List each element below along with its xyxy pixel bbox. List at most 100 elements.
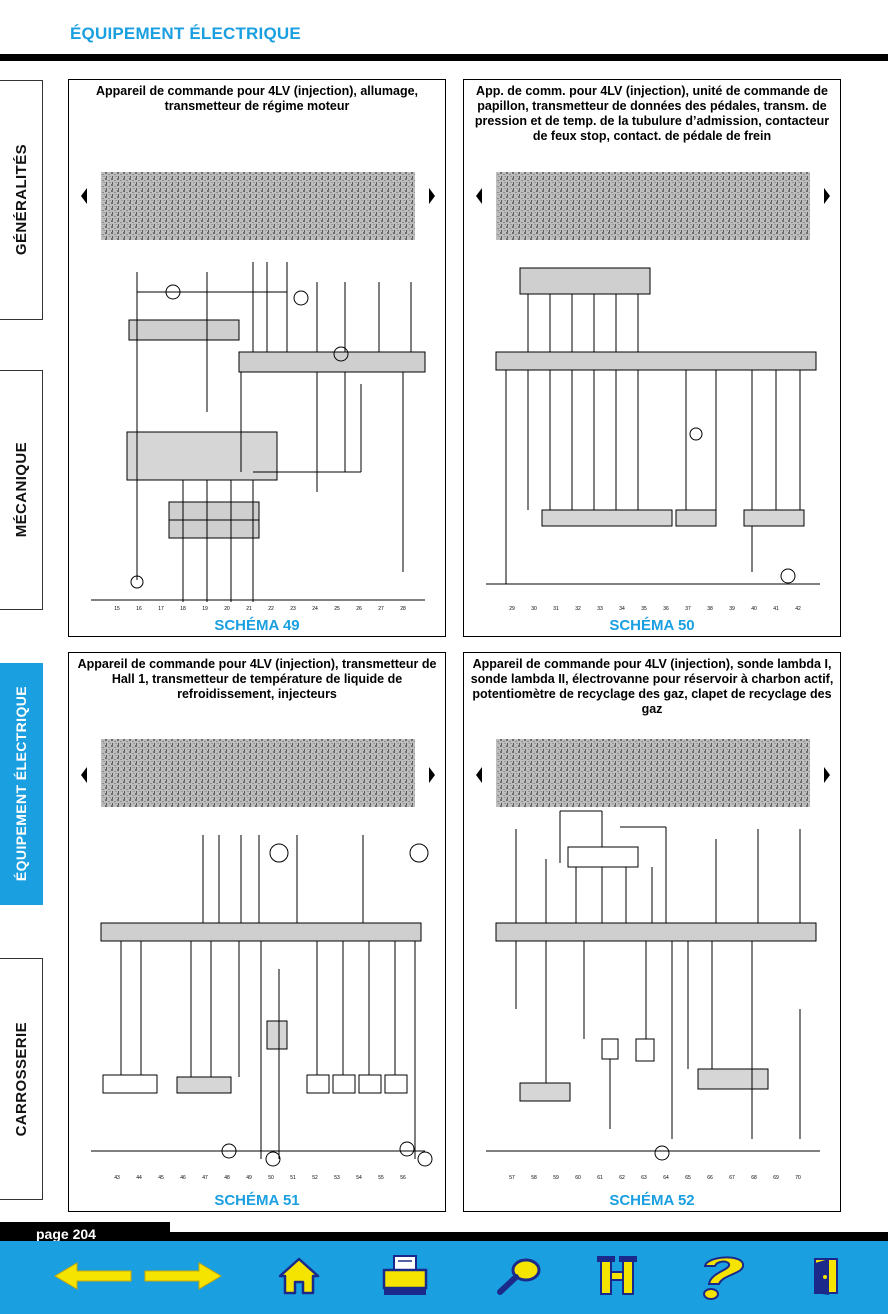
wiring-diagram: 29 30 31 32 33 34 35 36 37 38 39 40 41 4… [476, 172, 830, 612]
wiring-diagram-svg: 57 58 59 60 61 62 63 64 65 66 67 68 69 7… [476, 739, 830, 1181]
print-icon [382, 1255, 428, 1295]
previous-button[interactable] [52, 1250, 134, 1302]
axis-label: 43 [114, 1175, 120, 1181]
side-tab-carrosserie[interactable]: CARROSSERIE [0, 958, 43, 1200]
axis-label: 65 [685, 1175, 691, 1181]
schema-title: Appareil de commande pour 4LV (injection… [95, 84, 419, 113]
axis-label: 25 [334, 606, 340, 612]
axis-label: 31 [553, 606, 559, 612]
exit-button[interactable] [806, 1250, 846, 1302]
axis-label: 60 [575, 1175, 581, 1181]
axis-label: 36 [663, 606, 669, 612]
axis-label: 27 [378, 606, 384, 612]
axis-label: 66 [707, 1175, 713, 1181]
axis-labels: 43 44 45 46 47 48 49 50 51 52 53 54 55 5… [114, 1175, 406, 1181]
home-icon [278, 1257, 320, 1295]
axis-label: 33 [597, 606, 603, 612]
side-tab-label: GÉNÉRALITÉS [12, 144, 30, 256]
next-button[interactable] [142, 1250, 224, 1302]
left-arrow-icon [476, 767, 482, 783]
right-arrow-icon [429, 188, 435, 204]
axis-label: 47 [202, 1175, 208, 1181]
page-title: ÉQUIPEMENT ÉLECTRIQUE [70, 24, 301, 43]
side-tab-label: MÉCANIQUE [12, 442, 30, 538]
axis-label: 15 [114, 606, 120, 612]
axis-label: 52 [312, 1175, 318, 1181]
axis-label: 42 [795, 606, 801, 612]
left-arrow-icon [81, 767, 87, 783]
wiring-diagram-svg: 15 16 17 18 19 20 21 22 23 24 25 26 27 2… [81, 172, 435, 612]
axis-label: 55 [378, 1175, 384, 1181]
wiring-diagram: 43 44 45 46 47 48 49 50 51 52 53 54 55 5… [81, 739, 435, 1185]
axis-label: 67 [729, 1175, 735, 1181]
side-tab-generalites[interactable]: GÉNÉRALITÉS [0, 80, 43, 320]
axis-label: 26 [356, 606, 362, 612]
axis-label: 38 [707, 606, 713, 612]
schema-title: Appareil de commande pour 4LV (injection… [470, 657, 834, 716]
schema-51-panel[interactable]: Appareil de commande pour 4LV (injection… [68, 652, 446, 1212]
search-icon [497, 1258, 541, 1295]
axis-label: 28 [400, 606, 406, 612]
index-button[interactable] [594, 1250, 640, 1302]
axis-label: 54 [356, 1175, 362, 1181]
schema-label: SCHÉMA 51 [214, 1192, 300, 1209]
axis-label: 23 [290, 606, 296, 612]
fuse-box-strip [101, 739, 415, 807]
axis-label: 45 [158, 1175, 164, 1181]
axis-labels: 29 30 31 32 33 34 35 36 37 38 39 40 41 4… [509, 606, 801, 612]
side-tab-equipement-electrique[interactable]: ÉQUIPEMENT ÉLECTRIQUE [0, 663, 43, 905]
side-tab-label: CARROSSERIE [12, 1021, 30, 1137]
schema-label: SCHÉMA 52 [609, 1192, 695, 1209]
axis-label: 39 [729, 606, 735, 612]
axis-label: 30 [531, 606, 537, 612]
next-arrow-icon [144, 1262, 222, 1290]
axis-label: 69 [773, 1175, 779, 1181]
axis-label: 44 [136, 1175, 142, 1181]
wiring-diagram-svg: 43 44 45 46 47 48 49 50 51 52 53 54 55 5… [81, 739, 435, 1181]
axis-label: 70 [795, 1175, 801, 1181]
exit-door-icon [814, 1258, 838, 1295]
axis-label: 17 [158, 606, 164, 612]
schema-title: App. de comm. pour 4LV (injection), unit… [474, 84, 830, 143]
axis-label: 59 [553, 1175, 559, 1181]
axis-label: 37 [685, 606, 691, 612]
home-button[interactable] [276, 1250, 322, 1302]
axis-label: 61 [597, 1175, 603, 1181]
axis-label: 48 [224, 1175, 230, 1181]
help-icon [703, 1256, 745, 1300]
axis-label: 62 [619, 1175, 625, 1181]
footer-divider [0, 1232, 888, 1241]
axis-label: 34 [619, 606, 625, 612]
side-tab-mecanique[interactable]: MÉCANIQUE [0, 370, 43, 610]
schema-52-panel[interactable]: Appareil de commande pour 4LV (injection… [463, 652, 841, 1212]
axis-label: 18 [180, 606, 186, 612]
print-button[interactable] [378, 1250, 432, 1302]
schema-label: SCHÉMA 49 [214, 617, 300, 634]
axis-label: 32 [575, 606, 581, 612]
schema-49-panel[interactable]: Appareil de commande pour 4LV (injection… [68, 79, 446, 637]
right-arrow-icon [824, 767, 830, 783]
fuse-box-strip [101, 172, 415, 240]
axis-label: 19 [202, 606, 208, 612]
schema-50-panel[interactable]: App. de comm. pour 4LV (injection), unit… [463, 79, 841, 637]
help-button[interactable] [688, 1250, 752, 1302]
search-button[interactable] [494, 1250, 544, 1302]
wiring-diagram: 15 16 17 18 19 20 21 22 23 24 25 26 27 2… [81, 172, 435, 612]
fuse-box-strip [496, 739, 810, 807]
axis-labels: 15 16 17 18 19 20 21 22 23 24 25 26 27 2… [114, 606, 406, 612]
axis-label: 29 [509, 606, 515, 612]
side-tab-label: ÉQUIPEMENT ÉLECTRIQUE [13, 686, 29, 882]
right-arrow-icon [824, 188, 830, 204]
axis-label: 57 [509, 1175, 515, 1181]
axis-label: 50 [268, 1175, 274, 1181]
axis-label: 49 [246, 1175, 252, 1181]
right-arrow-icon [429, 767, 435, 783]
fuse-box-strip [496, 172, 810, 240]
axis-label: 51 [290, 1175, 296, 1181]
wiring-diagram-svg: 29 30 31 32 33 34 35 36 37 38 39 40 41 4… [476, 172, 830, 612]
schema-title: Appareil de commande pour 4LV (injection… [77, 657, 437, 701]
axis-label: 58 [531, 1175, 537, 1181]
axis-label: 16 [136, 606, 142, 612]
left-arrow-icon [81, 188, 87, 204]
axis-label: 63 [641, 1175, 647, 1181]
